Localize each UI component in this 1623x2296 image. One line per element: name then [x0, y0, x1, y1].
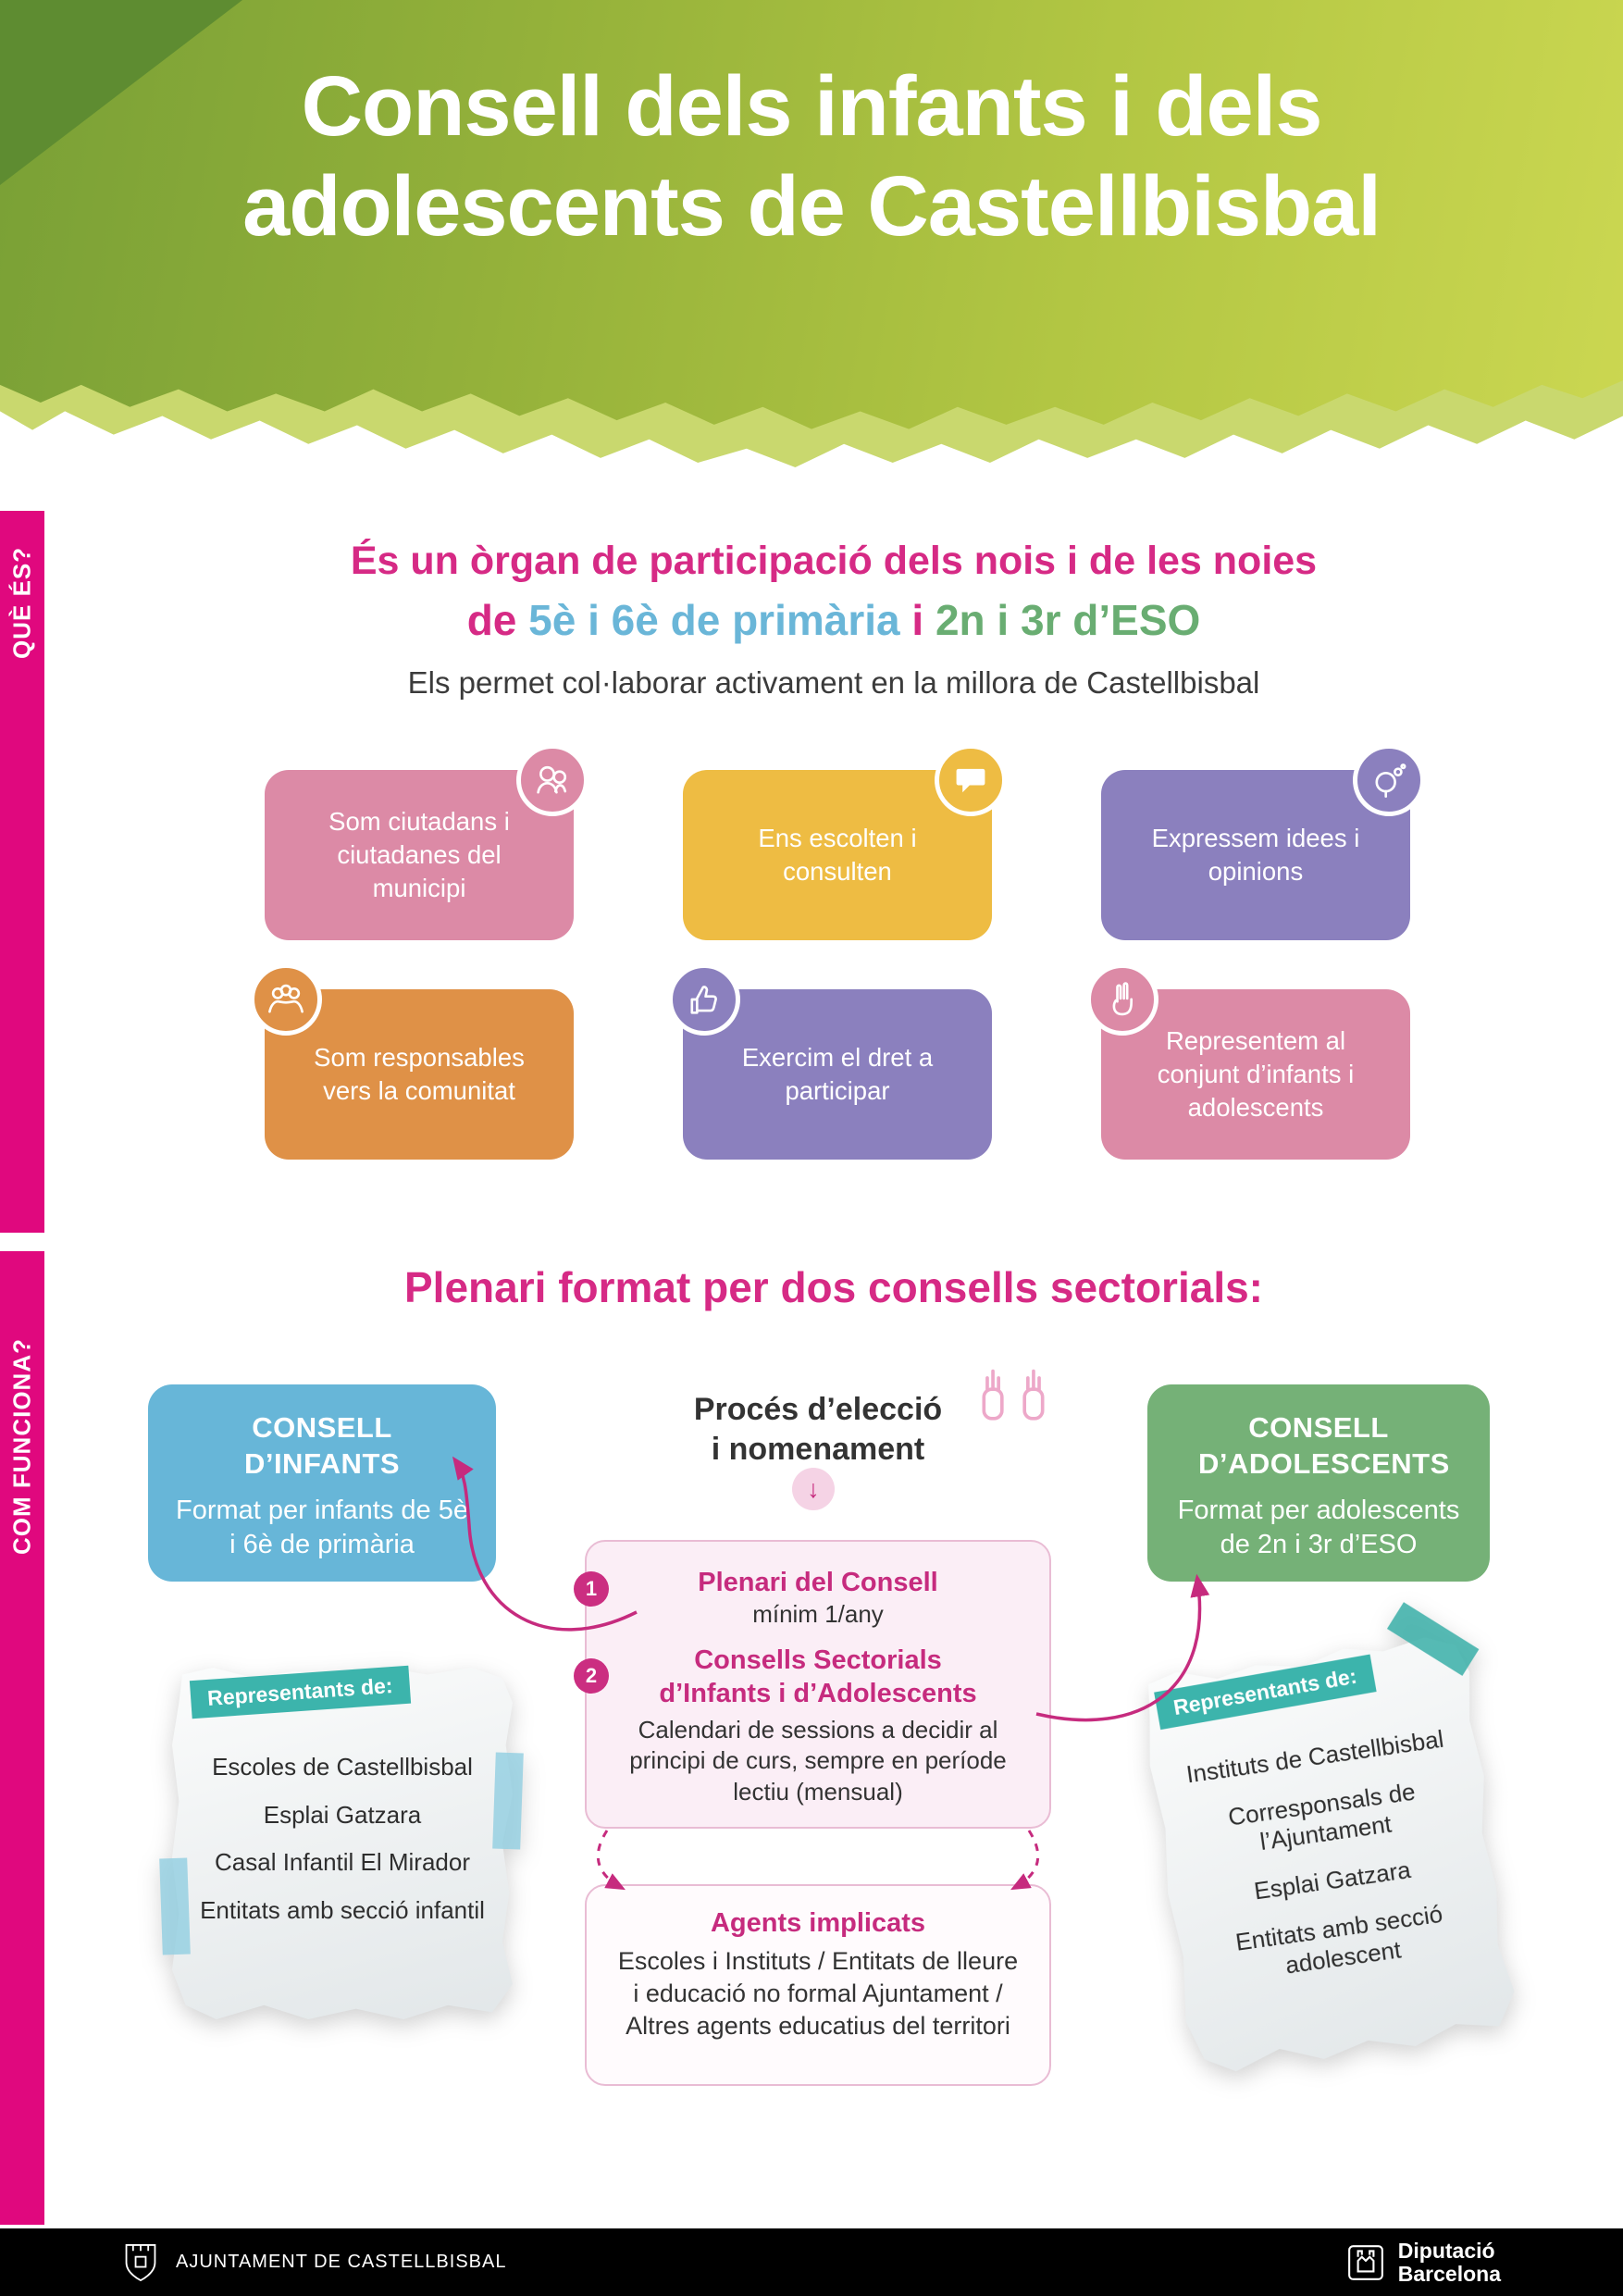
agents-body: Escoles i Instituts / Entitats de lleure…	[617, 1947, 1019, 2041]
sidebar-label-what-is: QUÈ ÉS?	[0, 524, 44, 681]
consell-infants-box: CONSELL D’INFANTS Format per infants de …	[148, 1384, 496, 1582]
consell-infants-title: CONSELL D’INFANTS	[243, 1411, 401, 1480]
sidebar-label-how-works-text: COM FUNCIONA?	[7, 1338, 36, 1555]
consell-adolescents-box: CONSELL D’ADOLESCENTS Format per adolesc…	[1147, 1384, 1490, 1582]
card-responsible: Som responsables vers la comunitat	[250, 963, 574, 1160]
diputacio-logo: Diputació Barcelona	[1346, 2238, 1501, 2286]
tape-decoration	[492, 1752, 524, 1850]
intro-heading-prefix: de	[466, 596, 529, 644]
list-item: Entitats amb secció infantil	[200, 1896, 485, 1925]
sidebar-label-what-is-text: QUÈ ÉS?	[7, 546, 36, 659]
peace-hand-icon	[1086, 963, 1158, 1036]
diputacio-line2: Barcelona	[1397, 2261, 1501, 2286]
sidebar-label-how-works: COM FUNCIONA?	[0, 1266, 44, 1627]
agents-title: Agents implicats	[710, 1908, 926, 1938]
voting-hand-icon	[668, 963, 740, 1036]
list-item: Esplai Gatzara	[263, 1800, 422, 1829]
sidebar-what-is-bar	[0, 511, 44, 1233]
note-representants-infants: Representants de: Escoles de Castellbisb…	[159, 1665, 524, 2019]
card-represent-text: Representem al conjunt d’infants i adole…	[1157, 1025, 1355, 1123]
page-title-line1: Consell dels infants i dels	[301, 59, 1323, 154]
diputacio-line1: Diputació	[1397, 2238, 1495, 2263]
card-represent: Representem al conjunt d’infants i adole…	[1086, 963, 1410, 1160]
plenari-box: 1 2 Plenari del Consell mínim 1/any Cons…	[574, 1540, 1051, 1829]
intro-heading-eso: 2n i 3r d’ESO	[935, 596, 1201, 644]
plenari-item1-body: mínim 1/any	[752, 1600, 884, 1629]
torn-paper	[172, 1668, 513, 2019]
step-1-badge: 1	[574, 1571, 609, 1607]
consell-adolescents-body: Format per adolescents de 2n i 3r d’ESO	[1177, 1495, 1460, 1559]
page-title: Consell dels infants i dels adolescents …	[0, 57, 1623, 256]
consell-adolescents-title: CONSELL D’ADOLESCENTS	[1198, 1411, 1450, 1480]
ajuntament-logo: AJUNTAMENT DE CASTELLBISBAL	[122, 2240, 506, 2285]
card-express: Expressem idees i opinions	[1101, 744, 1425, 940]
header-green-band	[0, 0, 1623, 429]
raised-hands-icon	[977, 1362, 1049, 1425]
note-left-items: Escoles de Castellbisbal Esplai Gatzara …	[194, 1753, 490, 1926]
card-listen-text: Ens escolten i consulten	[758, 823, 917, 886]
list-item: Casal Infantil El Mirador	[215, 1848, 470, 1877]
community-icon	[250, 963, 322, 1036]
what-is-intro: És un òrgan de participació dels nois i …	[44, 539, 1623, 701]
dashed-arrow-right	[1010, 1830, 1040, 1891]
speech-bubble-icon	[935, 744, 1007, 816]
plenari-item2-title: Consells Sectorials d’Infants i d’Adoles…	[659, 1645, 977, 1709]
ajuntament-label: AJUNTAMENT DE CASTELLBISBAL	[176, 2252, 507, 2272]
how-works-heading: Plenari format per dos consells sectoria…	[404, 1263, 1263, 1311]
step-2-badge: 2	[574, 1658, 609, 1694]
diputacio-label: Diputació Barcelona	[1397, 2238, 1501, 2286]
citizens-icon	[516, 744, 588, 816]
plenari-item1-title: Plenari del Consell	[698, 1568, 938, 1597]
page-title-line2: adolescents de Castellbisbal	[242, 158, 1381, 254]
idea-head-icon	[1353, 744, 1425, 816]
card-citizens-text: Som ciutadans i ciutadanes del municipi	[328, 806, 510, 903]
what-is-cards: Som ciutadans i ciutadanes del municipi …	[250, 744, 1425, 1160]
process-title: Procés d’elecció i nomenament	[642, 1390, 994, 1469]
card-citizens: Som ciutadans i ciutadanes del municipi	[265, 744, 588, 940]
footer: AJUNTAMENT DE CASTELLBISBAL Diputació Ba…	[0, 2228, 1623, 2296]
process-title-line2: i nomenament	[711, 1431, 925, 1467]
plenari-item2-body: Calendari de sessions a decidir al princ…	[629, 1715, 1007, 1806]
diputacio-icon	[1347, 2244, 1383, 2280]
process-title-line1: Procés d’elecció	[693, 1392, 943, 1427]
header: Consell dels infants i dels adolescents …	[0, 0, 1623, 472]
card-responsible-text: Som responsables vers la comunitat	[314, 1042, 525, 1105]
consell-infants-body: Format per infants de 5è i 6è de primàri…	[176, 1495, 468, 1559]
agents-box: Agents implicats Escoles i Instituts / E…	[585, 1884, 1051, 2086]
dashed-arrow-left	[596, 1830, 626, 1891]
intro-heading-primaria: 5è i 6è de primària	[528, 596, 900, 644]
list-item: Escoles de Castellbisbal	[212, 1753, 473, 1781]
card-express-text: Expressem idees i opinions	[1151, 823, 1360, 886]
intro-heading-line2: de 5è i 6è de primària i 2n i 3r d’ESO	[44, 595, 1623, 645]
intro-heading-mid: i	[899, 596, 935, 644]
sidebar-how-works-bar	[0, 1251, 44, 2225]
card-participate: Exercim el dret a participar	[668, 963, 992, 1160]
note-right-items: Instituts de Castellbisbal Corresponsals…	[1172, 1723, 1487, 1992]
down-arrow-icon: ↓	[792, 1468, 835, 1510]
card-listen: Ens escolten i consulten	[683, 744, 1007, 940]
castle-shield-icon	[125, 2243, 156, 2281]
note-representants-adolescents: Representants de: Instituts de Castellbi…	[1137, 1602, 1519, 2077]
card-participate-text: Exercim el dret a participar	[741, 1042, 934, 1105]
tape-decoration	[159, 1857, 191, 1955]
intro-heading-line1: És un òrgan de participació dels nois i …	[350, 539, 1318, 583]
intro-subheading: Els permet col·laborar activament en la …	[407, 665, 1260, 700]
